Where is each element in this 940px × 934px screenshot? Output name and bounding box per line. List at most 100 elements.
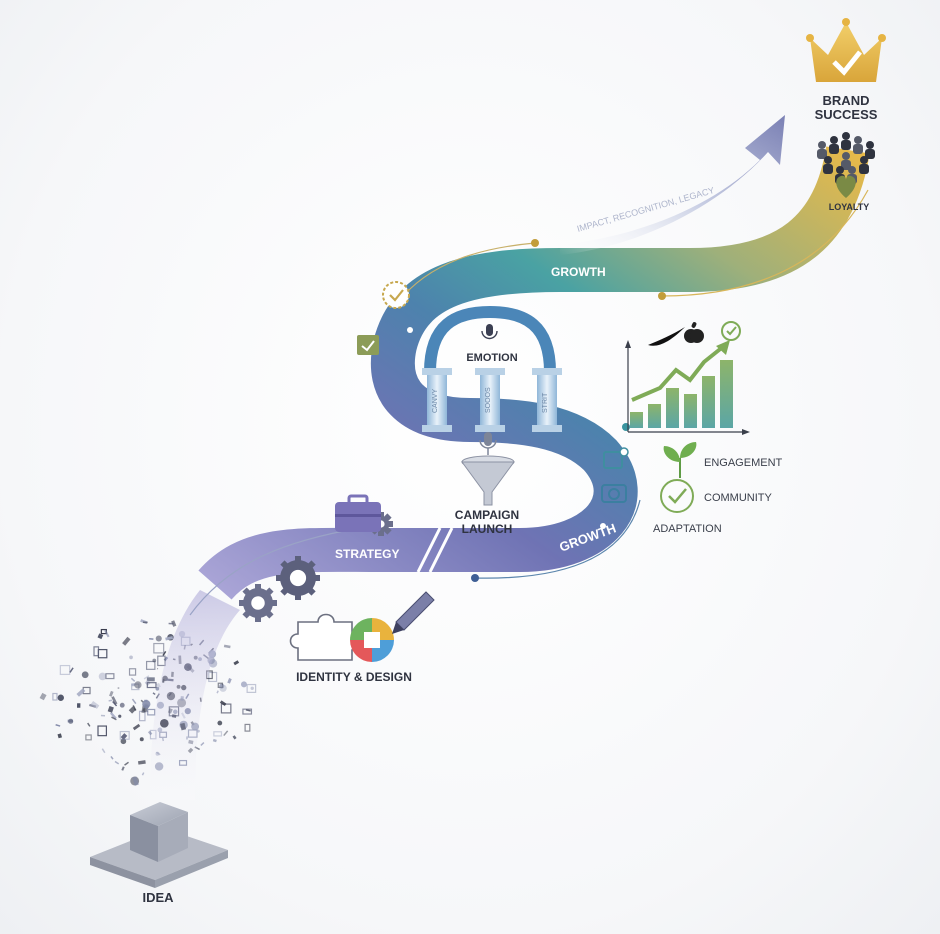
briefcase-icon — [335, 494, 381, 532]
pillar-3-text: STRIT — [542, 392, 549, 413]
particle — [145, 660, 156, 670]
person-head — [842, 152, 850, 160]
particle — [131, 683, 136, 687]
particle — [120, 733, 128, 740]
particle — [119, 702, 125, 708]
strategy-label: STRATEGY — [335, 547, 400, 561]
funnel-icon — [461, 455, 515, 506]
particle — [219, 700, 227, 707]
sprout-icon — [663, 442, 697, 478]
orbit-line-lower — [189, 527, 361, 616]
particle — [121, 766, 125, 771]
particle — [97, 633, 104, 640]
particle — [146, 682, 157, 689]
person-head — [824, 156, 832, 164]
particle — [57, 694, 64, 701]
particle — [110, 712, 117, 720]
person-head — [854, 136, 862, 144]
particle — [120, 738, 127, 745]
adaptation-label: ADAPTATION — [653, 523, 722, 535]
particle — [110, 756, 114, 760]
particle — [143, 675, 150, 680]
particle — [101, 748, 106, 754]
particle — [104, 629, 110, 638]
impact-arrow — [560, 115, 785, 255]
particle — [55, 724, 61, 727]
person-head — [842, 132, 850, 140]
particle — [200, 741, 205, 746]
particle — [155, 635, 162, 642]
particle — [232, 735, 237, 740]
person-body — [841, 140, 851, 150]
orbit-line-mid — [474, 499, 641, 579]
particle — [212, 738, 217, 743]
particle — [124, 761, 129, 766]
particle — [134, 681, 142, 689]
particle — [162, 650, 167, 656]
heart-icon — [836, 175, 856, 198]
person-head — [818, 141, 826, 149]
idea-label: IDEA — [142, 890, 174, 905]
badge-check-icon — [382, 281, 410, 309]
color-wheel-icon — [350, 618, 394, 662]
particle — [122, 636, 131, 646]
particle — [90, 701, 100, 709]
particle — [216, 690, 219, 694]
particle — [132, 723, 141, 731]
particle — [223, 644, 231, 649]
particle — [81, 671, 89, 679]
particle — [250, 686, 254, 690]
gear-hole — [251, 596, 265, 610]
person-body — [853, 144, 863, 154]
particle — [131, 683, 140, 691]
particle — [219, 684, 227, 692]
particle — [165, 636, 174, 641]
particle — [98, 672, 107, 681]
growth-upper-label: GROWTH — [551, 265, 606, 279]
particle — [52, 692, 58, 701]
particle — [129, 655, 133, 660]
particle — [240, 681, 247, 688]
particle — [244, 723, 251, 732]
person-body — [865, 149, 875, 159]
particle — [146, 677, 155, 682]
journey-path — [198, 146, 870, 601]
pillar-2-text: SOOOS — [485, 387, 492, 413]
particle — [153, 642, 165, 654]
particle — [147, 730, 153, 736]
particle — [108, 699, 113, 702]
particle — [233, 660, 240, 666]
particle — [223, 730, 229, 737]
apple-logo-icon — [684, 322, 704, 343]
campaign-launch-label-line2: LAUNCH — [461, 522, 513, 536]
particle — [93, 646, 100, 657]
particle — [119, 730, 130, 740]
share-icon — [357, 335, 629, 469]
particle — [131, 698, 137, 705]
particle — [157, 655, 166, 667]
particle — [132, 705, 137, 711]
pillar-icon — [422, 368, 562, 432]
microphone-icon — [479, 324, 498, 455]
particle — [85, 734, 92, 741]
orbit-line-upper — [397, 242, 536, 303]
gear-icon — [239, 512, 393, 622]
pencil-icon — [392, 591, 435, 634]
particle — [128, 668, 137, 676]
person-body — [841, 160, 851, 170]
particle — [147, 708, 156, 716]
particle — [111, 716, 117, 721]
particle — [107, 705, 114, 713]
person-head — [866, 141, 874, 149]
particle — [57, 733, 63, 739]
particle — [242, 708, 253, 715]
particle — [97, 725, 108, 737]
particle — [144, 699, 148, 702]
particle — [145, 710, 149, 713]
emotion-label: EMOTION — [466, 352, 518, 364]
person-head — [830, 136, 838, 144]
particle — [118, 714, 122, 718]
brand-success-label-line1: BRAND — [822, 93, 870, 108]
community-label: COMMUNITY — [704, 492, 772, 504]
gear-hole — [289, 569, 307, 587]
